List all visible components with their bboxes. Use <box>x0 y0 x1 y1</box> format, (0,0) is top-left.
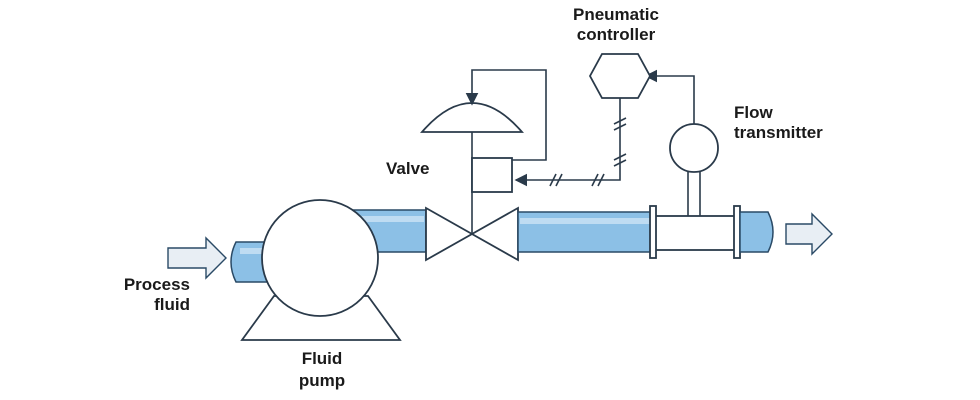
valve-to-flow-pipe <box>517 211 655 253</box>
outlet-arrow-icon <box>785 212 833 256</box>
flow-transmitter <box>669 123 719 216</box>
valve-label: Valve <box>386 159 430 178</box>
process-fluid-label-2: fluid <box>154 295 190 314</box>
pneumatic-signal-line <box>514 98 627 187</box>
flow-transmitter-label-1: Flow <box>734 103 773 122</box>
pump-base <box>240 295 402 341</box>
positioner-feedback-line <box>465 69 547 161</box>
fluid-pump-label-1: Fluid <box>302 349 343 368</box>
pneumatic-controller-label-1: Pneumatic <box>573 5 659 24</box>
flow-meter-section <box>649 205 741 259</box>
inlet-arrow-icon <box>167 236 227 280</box>
outlet-pipe <box>739 211 774 253</box>
pneumatic-controller-label-2: controller <box>577 25 656 44</box>
fluid-pump <box>261 199 379 317</box>
transmitter-signal-line <box>644 69 695 124</box>
fluid-pump-label-2: pump <box>299 371 345 390</box>
flow-transmitter-label-2: transmitter <box>734 123 823 142</box>
pneumatic-controller <box>588 53 652 99</box>
process-fluid-label-1: Process <box>124 275 190 294</box>
control-valve <box>425 206 519 262</box>
